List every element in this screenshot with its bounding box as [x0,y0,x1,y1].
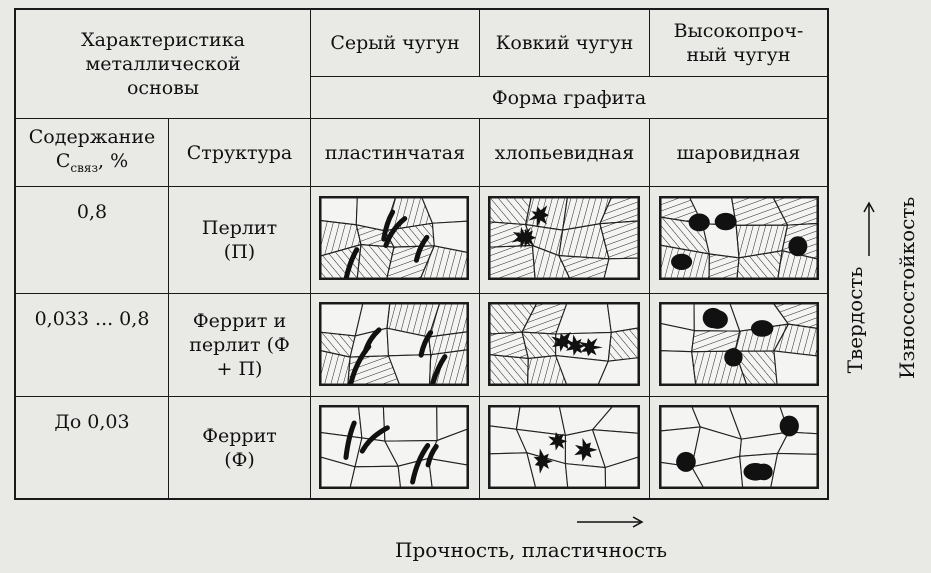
row1-content: 0,8 [76,201,108,223]
micro-gray-pearlite [319,196,469,280]
micro-drawing [321,407,467,487]
table-line [14,396,829,397]
cast-iron-table: Характеристика металлической основы Серы… [14,8,829,500]
micro-malleable-ferrite-pearlite [488,302,640,386]
micro-ductile-ferrite [659,405,819,489]
row1-structure: Перлит (П) [201,217,278,263]
row2-content: 0,033 ... 0,8 [34,308,150,330]
table-line [14,186,829,187]
micro-ductile-ferrite-pearlite [659,302,819,386]
micro-malleable-pearlite [488,196,640,280]
micro-drawing [661,198,817,278]
table-line [14,118,829,119]
header-highstrength-iron: Высокопроч-ный чугун [673,20,804,66]
table-border-bottom [14,498,829,500]
form-flake: хлопьевидная [494,141,635,164]
micro-drawing [321,198,467,278]
table-line [649,8,650,76]
header-graphite-form: Форма графита [491,86,647,109]
micro-drawing [490,407,638,487]
table-border-right [827,8,829,500]
carbon-label: Ссвяз, % [55,150,129,175]
table-line [168,118,169,500]
header-carbon-content: Содержание Ссвяз, % [16,119,168,186]
table-line [479,118,480,500]
micro-gray-ferrite-pearlite [319,302,469,386]
y-label-wear-resistance: Износостойкость [895,196,919,379]
header-structure: Структура [186,141,293,164]
y-arrow-icon [863,201,875,256]
table-line [14,293,829,294]
table-line [479,8,480,76]
micro-drawing [321,304,467,384]
micro-malleable-ferrite [488,405,640,489]
header-malleable-iron: Ковкий чугун [495,32,634,54]
row2-structure: Феррит и перлит (Ф + П) [189,310,290,380]
micro-drawing [661,407,817,487]
form-spherical: шаровидная [676,141,801,164]
micro-ductile-pearlite [659,196,819,280]
table-border-left [14,8,16,500]
micro-drawing [661,304,817,384]
micro-drawing [490,198,638,278]
form-lamellar: пластинчатая [324,141,466,164]
x-label-strength-plasticity: Прочность, пластичность [395,538,668,562]
row3-structure: Феррит (Ф) [202,424,277,471]
table-line [310,76,829,77]
micro-drawing [490,304,638,384]
x-arrow-icon [577,516,644,528]
micro-gray-ferrite [319,405,469,489]
header-gray-iron: Серый чугун [330,32,460,54]
table-line [310,8,311,500]
y-label-hardness: Твердость [843,266,867,374]
table-border-top [14,8,829,10]
header-characteristic: Характеристика металлической основы [81,29,245,99]
row3-content: До 0,03 [54,411,130,433]
table-line [649,118,650,500]
